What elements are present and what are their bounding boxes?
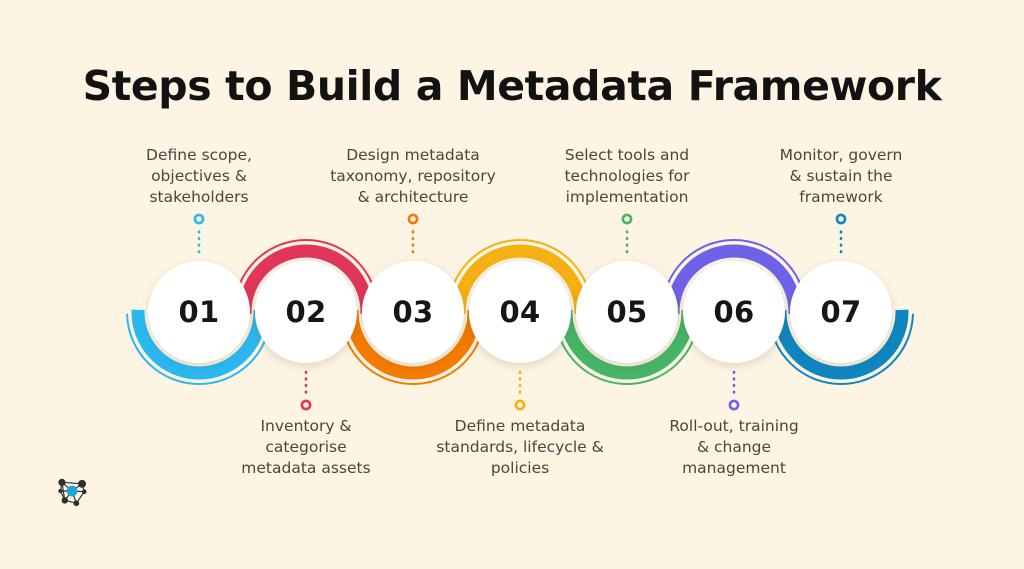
step-number-04: 04 [499, 295, 541, 329]
step-circle-01[interactable]: 01 [148, 261, 250, 363]
step-number-05: 05 [606, 295, 648, 329]
step-label-01: Define scope, objectives & stakeholders [146, 146, 252, 206]
logo-node-4 [73, 500, 80, 507]
logo-node-3 [61, 497, 69, 504]
connector-ring-04 [514, 399, 526, 411]
logo-node-1 [78, 479, 87, 488]
step-circle-04[interactable]: 04 [469, 261, 571, 363]
step-number-02: 02 [285, 295, 327, 329]
step-circle-05[interactable]: 05 [576, 261, 678, 363]
page-title: Steps to Build a Metadata Framework [82, 62, 942, 110]
logo-hub-node [66, 485, 78, 497]
connector-ring-02 [300, 399, 312, 411]
step-label-04: Define metadata standards, lifecycle & p… [436, 417, 604, 477]
step-number-03: 03 [392, 295, 434, 329]
connector-ring-06 [728, 399, 740, 411]
network-nodes-logo [58, 478, 87, 507]
step-number-07: 07 [820, 295, 862, 329]
step-circle-07[interactable]: 07 [790, 261, 892, 363]
connector-ring-05 [621, 213, 633, 225]
connector-ring-07 [835, 213, 847, 225]
step-label-02: Inventory & categorise metadata assets [241, 417, 371, 477]
logo-node-5 [58, 488, 63, 494]
step-circle-02[interactable]: 02 [255, 261, 357, 363]
logo-node-2 [81, 489, 87, 495]
logo-graphics [58, 478, 87, 507]
step-number-06: 06 [713, 295, 755, 329]
step-label-06: Roll-out, training & change management [669, 417, 799, 477]
connector-ring-03 [407, 213, 419, 225]
step-number-01: 01 [178, 295, 220, 329]
step-label-05: Select tools and technologies for implem… [564, 146, 690, 206]
step-label-07: Monitor, govern & sustain the framework [779, 146, 903, 206]
step-circle-06[interactable]: 06 [683, 261, 785, 363]
connector-ring-01 [193, 213, 205, 225]
step-label-03: Design metadata taxonomy, repository & a… [330, 146, 496, 206]
logo-node-0 [58, 478, 66, 486]
step-circle-03[interactable]: 03 [362, 261, 464, 363]
